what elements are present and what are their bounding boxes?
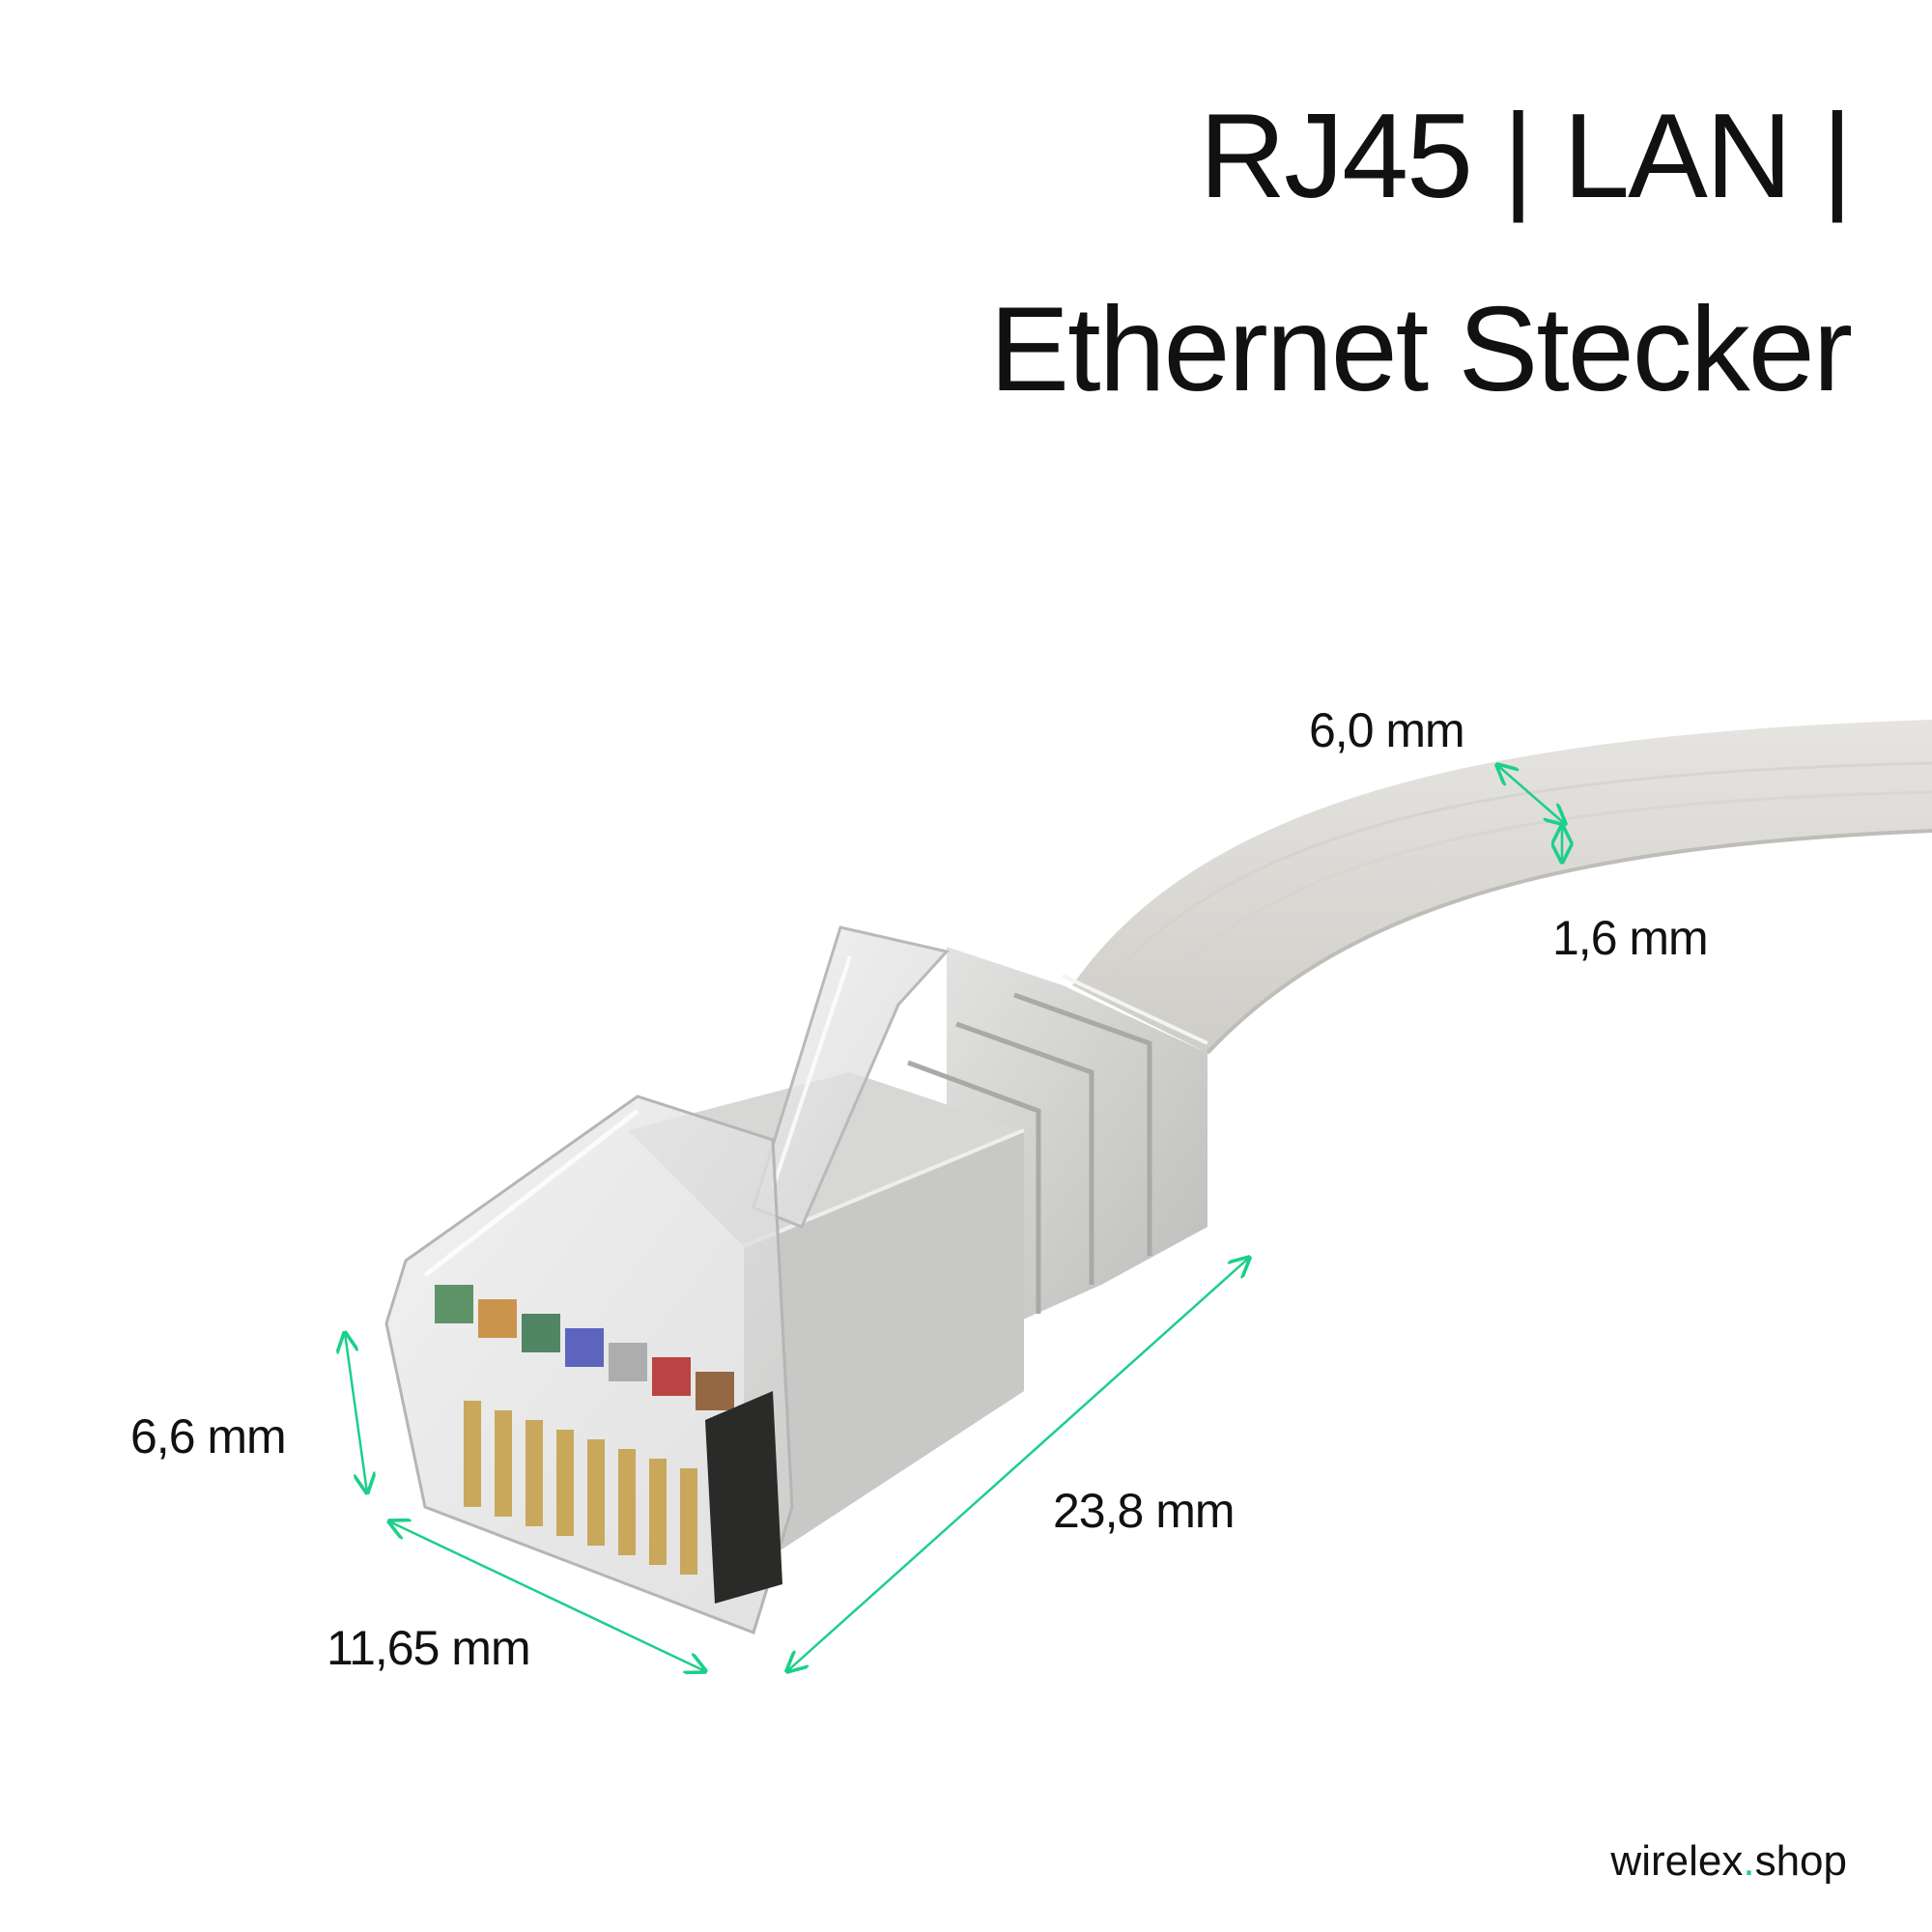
title-line-2: Ethernet Stecker — [989, 283, 1853, 416]
plug-height-label: 6,6 mm — [130, 1409, 287, 1463]
plug-length-label: 23,8 mm — [1053, 1484, 1236, 1538]
plug-width-label: 11,65 mm — [327, 1621, 531, 1675]
brand-link[interactable]: wirelex.shop — [1610, 1837, 1847, 1886]
dimension-arrows — [345, 765, 1565, 1671]
flat-cable — [1072, 720, 1932, 1055]
arrow-cable-width — [1497, 765, 1565, 824]
cable-width-label: 6,0 mm — [1309, 703, 1465, 757]
title-line-1: RJ45 | LAN | — [1199, 90, 1853, 223]
wire-pairs — [435, 1285, 734, 1410]
arrow-plug-width — [389, 1521, 705, 1671]
latch-clip — [752, 925, 950, 1229]
brand-name: wirelex — [1610, 1837, 1744, 1885]
arrow-plug-length — [787, 1258, 1249, 1671]
cable-thickness-label: 1,6 mm — [1552, 911, 1709, 965]
brand-dot: . — [1743, 1837, 1755, 1885]
brand-tld: shop — [1754, 1837, 1847, 1885]
arrow-plug-height — [345, 1333, 367, 1492]
